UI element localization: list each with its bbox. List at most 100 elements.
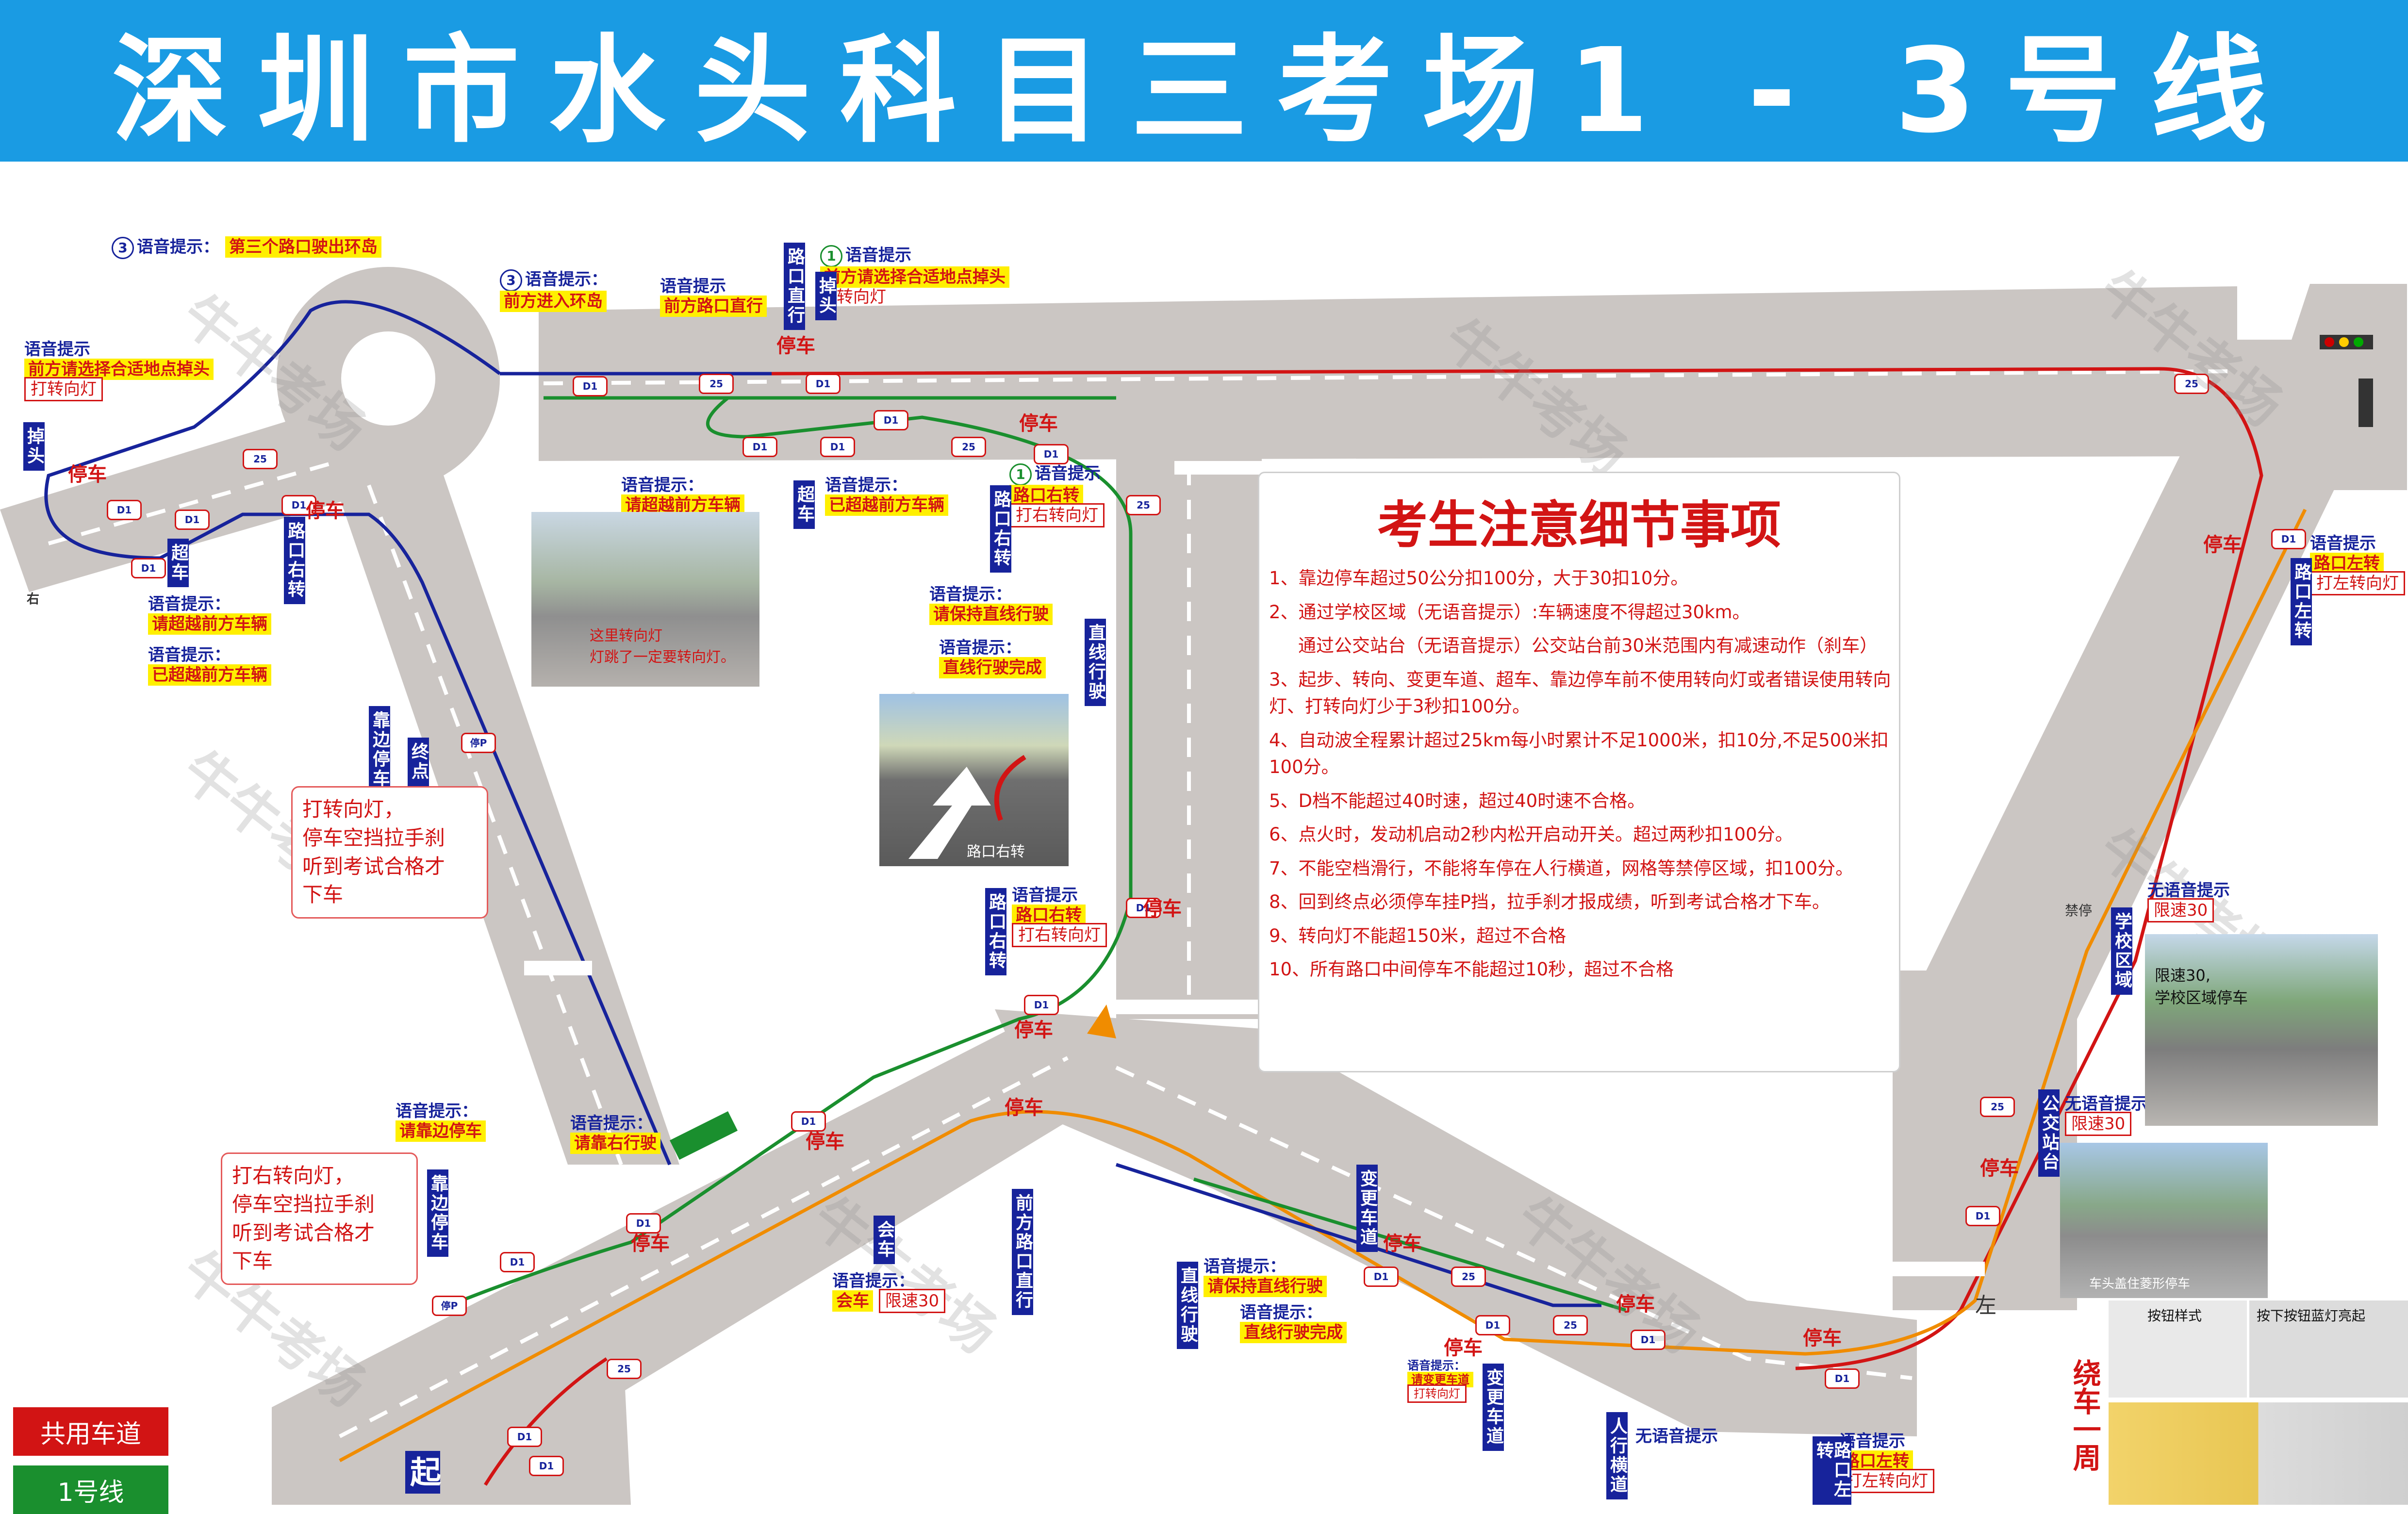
car-marker: 25 bbox=[1553, 1315, 1588, 1335]
green-direction-marker bbox=[670, 1111, 738, 1160]
tag-change-lane-1: 变更车道 bbox=[1356, 1165, 1378, 1252]
voice-prompt-left-turn-right: 语音提示路口左转打左转向灯 bbox=[2310, 534, 2405, 595]
tag-left-turn-bottom: 路口左转 bbox=[1813, 1436, 1851, 1505]
car-marker: 25 bbox=[1126, 495, 1161, 515]
tag-right-turn-1: 路口右转 bbox=[990, 485, 1011, 573]
photo-button-pressed: 按下按钮蓝灯亮起 bbox=[2249, 1300, 2408, 1398]
stop-label: 停车 bbox=[1980, 1157, 2019, 1180]
car-marker: 25 bbox=[951, 437, 986, 457]
tag-school-zone: 学校区域 bbox=[2111, 907, 2132, 995]
tag-right-turn-3: 路口右转 bbox=[284, 517, 305, 604]
note-end-top: 打转向灯， 停车空挡拉手刹 听到考试合格才 下车 bbox=[291, 786, 488, 919]
notice-item-2b: 通过公交站台（无语音提示）公交站台前30米范围内有减速动作（刹车） bbox=[1298, 635, 1878, 656]
tag-end-top: 终点 bbox=[408, 738, 429, 786]
tag-overtake-1: 超车 bbox=[793, 480, 815, 529]
car-marker: D1 bbox=[626, 1213, 661, 1234]
car-marker: D1 bbox=[1126, 898, 1161, 918]
tag-bus-stop: 公交站台 bbox=[2038, 1089, 2060, 1177]
stop-label: 停车 bbox=[306, 500, 345, 522]
stop-label: 停车 bbox=[1616, 1293, 1655, 1316]
voice-prompt-pull-over: 语音提示：请靠边停车 bbox=[396, 1102, 486, 1142]
voice-prompt-uturn-3: 语音提示前方请选择合适地点掉头打转向灯 bbox=[24, 340, 214, 401]
title-banner: 深圳市水头科目三考场1 - 3号线 bbox=[0, 0, 2408, 162]
voice-prompt-meet-car: 语音提示：会车 限速30 bbox=[832, 1271, 946, 1313]
stop-label: 停车 bbox=[1803, 1327, 1842, 1349]
voice-prompt-go-straight: 语音提示前方路口直行 bbox=[660, 277, 767, 317]
car-marker: D1 bbox=[1631, 1330, 1666, 1350]
tag-meet-car: 会车 bbox=[874, 1216, 895, 1264]
car-marker: 25 bbox=[1451, 1267, 1486, 1287]
notice-item-2: 2、通过学校区域（无语音提示）:车辆速度不得超过30km。 bbox=[1269, 601, 1750, 623]
notice-item-3: 3、起步、转向、变更车道、超车、靠边停车前不使用转向灯或者错误使用转向灯、打转向… bbox=[1269, 669, 1891, 717]
car-marker: 停P bbox=[461, 733, 496, 753]
traffic-light-icon bbox=[2320, 335, 2373, 427]
label-right: 右 bbox=[27, 592, 40, 607]
tag-front-straight: 前方路口直行 bbox=[1012, 1189, 1033, 1315]
photo-cars bbox=[2109, 1402, 2408, 1505]
car-marker: D1 bbox=[1965, 1206, 2000, 1226]
legend-shared-lane: 共用车道 bbox=[13, 1407, 168, 1456]
notice-item-9: 9、转向灯不能超150米，超过不合格 bbox=[1269, 925, 1567, 946]
orange-direction-marker bbox=[1087, 1004, 1116, 1038]
car-marker: D1 bbox=[2271, 529, 2306, 549]
tag-straight-drive-2: 直线行驶 bbox=[1177, 1262, 1198, 1349]
photo-bus-stop: 车头盖住菱形停车 bbox=[2060, 1143, 2268, 1298]
car-marker: D1 bbox=[1364, 1267, 1399, 1287]
voice-prompt-overtook: 语音提示：已超越前方车辆 bbox=[825, 476, 948, 516]
tag-pull-over-top: 靠边停车 bbox=[369, 706, 390, 793]
notice-item-1: 1、靠边停车超过50公分扣100分，大于30扣10分。 bbox=[1269, 568, 1689, 589]
voice-prompt-right-turn-mid: 语音提示路口右转打右转向灯 bbox=[1012, 886, 1107, 947]
notice-panel: 考生注意细节事项 1、靠边停车超过50公分扣100分，大于30扣10分。 2、通… bbox=[1258, 472, 1900, 1072]
tag-pull-over-bottom: 靠边停车 bbox=[427, 1169, 448, 1257]
car-marker: 25 bbox=[1980, 1097, 2015, 1117]
car-marker: D1 bbox=[281, 495, 316, 515]
photo-intersection: 这里转向灯 灯跳了一定要转向灯。 bbox=[531, 512, 759, 687]
voice-prompt-keep-straight-2: 语音提示：请保持直线行驶 bbox=[1204, 1257, 1327, 1297]
stop-label: 停车 bbox=[806, 1131, 844, 1153]
crosswalks bbox=[524, 461, 1985, 1276]
voice-prompt-overtake-3: 语音提示：请超越前方车辆 bbox=[148, 594, 271, 635]
voice-prompt-keep-straight: 语音提示：请保持直线行驶 bbox=[929, 585, 1053, 625]
car-marker: D1 bbox=[1024, 995, 1059, 1015]
tag-crosswalk: 人行横道 bbox=[1606, 1412, 1628, 1499]
tag-left-turn-right: 路口左转 bbox=[2291, 558, 2312, 645]
stop-label: 停车 bbox=[776, 335, 815, 357]
photo-right-turn: 路口右转 bbox=[879, 694, 1069, 866]
stop-label: 停车 bbox=[1383, 1233, 1422, 1255]
notice-item-10: 10、所有路口中间停车不能超过10秒，超过不合格 bbox=[1269, 959, 1674, 980]
notice-item-6: 6、点火时，发动机启动2秒内松开启动开关。超过两秒扣100分。 bbox=[1269, 824, 1793, 845]
tag-straight-drive: 直线行驶 bbox=[1085, 619, 1106, 706]
stop-label: 停车 bbox=[1019, 412, 1058, 435]
label-no-voice-crosswalk: 无语音提示 bbox=[1635, 1427, 1718, 1446]
voice-prompt-overtook-3: 语音提示：已超越前方车辆 bbox=[148, 645, 271, 686]
photo-school-zone: 限速30, 学校区域停车 bbox=[2145, 934, 2378, 1126]
notice-title: 考生注意细节事项 bbox=[1377, 495, 1781, 555]
voice-prompt-overtake: 语音提示：请超越前方车辆 bbox=[621, 476, 744, 516]
stop-label: 停车 bbox=[1143, 898, 1182, 920]
car-marker: D1 bbox=[806, 374, 841, 394]
car-marker: D1 bbox=[820, 437, 855, 457]
page-title: 深圳市水头科目三考场1 - 3号线 bbox=[112, 23, 2296, 159]
notice-item-4: 4、自动波全程累计超过25km每小时累计不足1000米，扣10分,不足500米扣… bbox=[1269, 729, 1889, 778]
label-no-voice-school: 无语音提示限速30 bbox=[2147, 881, 2230, 922]
label-start: 起 bbox=[405, 1451, 441, 1494]
tag-overtake-3: 超车 bbox=[167, 539, 189, 587]
voice-prompt-straight-done: 语音提示：直线行驶完成 bbox=[939, 638, 1046, 678]
label-left: 左 bbox=[1975, 1293, 1996, 1318]
stop-label: 停车 bbox=[2203, 534, 2242, 556]
car-marker: 25 bbox=[699, 374, 734, 394]
voice-prompt-keep-right: 语音提示：请靠右行驶 bbox=[570, 1114, 660, 1154]
label-no-voice-bus: 无语音提示限速30 bbox=[2065, 1094, 2147, 1136]
car-marker: D1 bbox=[874, 410, 908, 430]
car-marker: D1 bbox=[175, 510, 210, 530]
notice-item-5: 5、D档不能超过40时速，超过40时速不合格。 bbox=[1269, 790, 1646, 811]
tag-uturn-1: 掉头 bbox=[815, 272, 837, 320]
voice-prompt-change-lane: 语音提示：请变更车道打转向灯 bbox=[1407, 1359, 1473, 1403]
legend-line-1: 1号线 bbox=[13, 1465, 168, 1514]
car-marker: 25 bbox=[243, 449, 278, 469]
stop-label: 停车 bbox=[68, 463, 107, 486]
tag-right-turn-mid: 路口右转 bbox=[985, 888, 1006, 975]
